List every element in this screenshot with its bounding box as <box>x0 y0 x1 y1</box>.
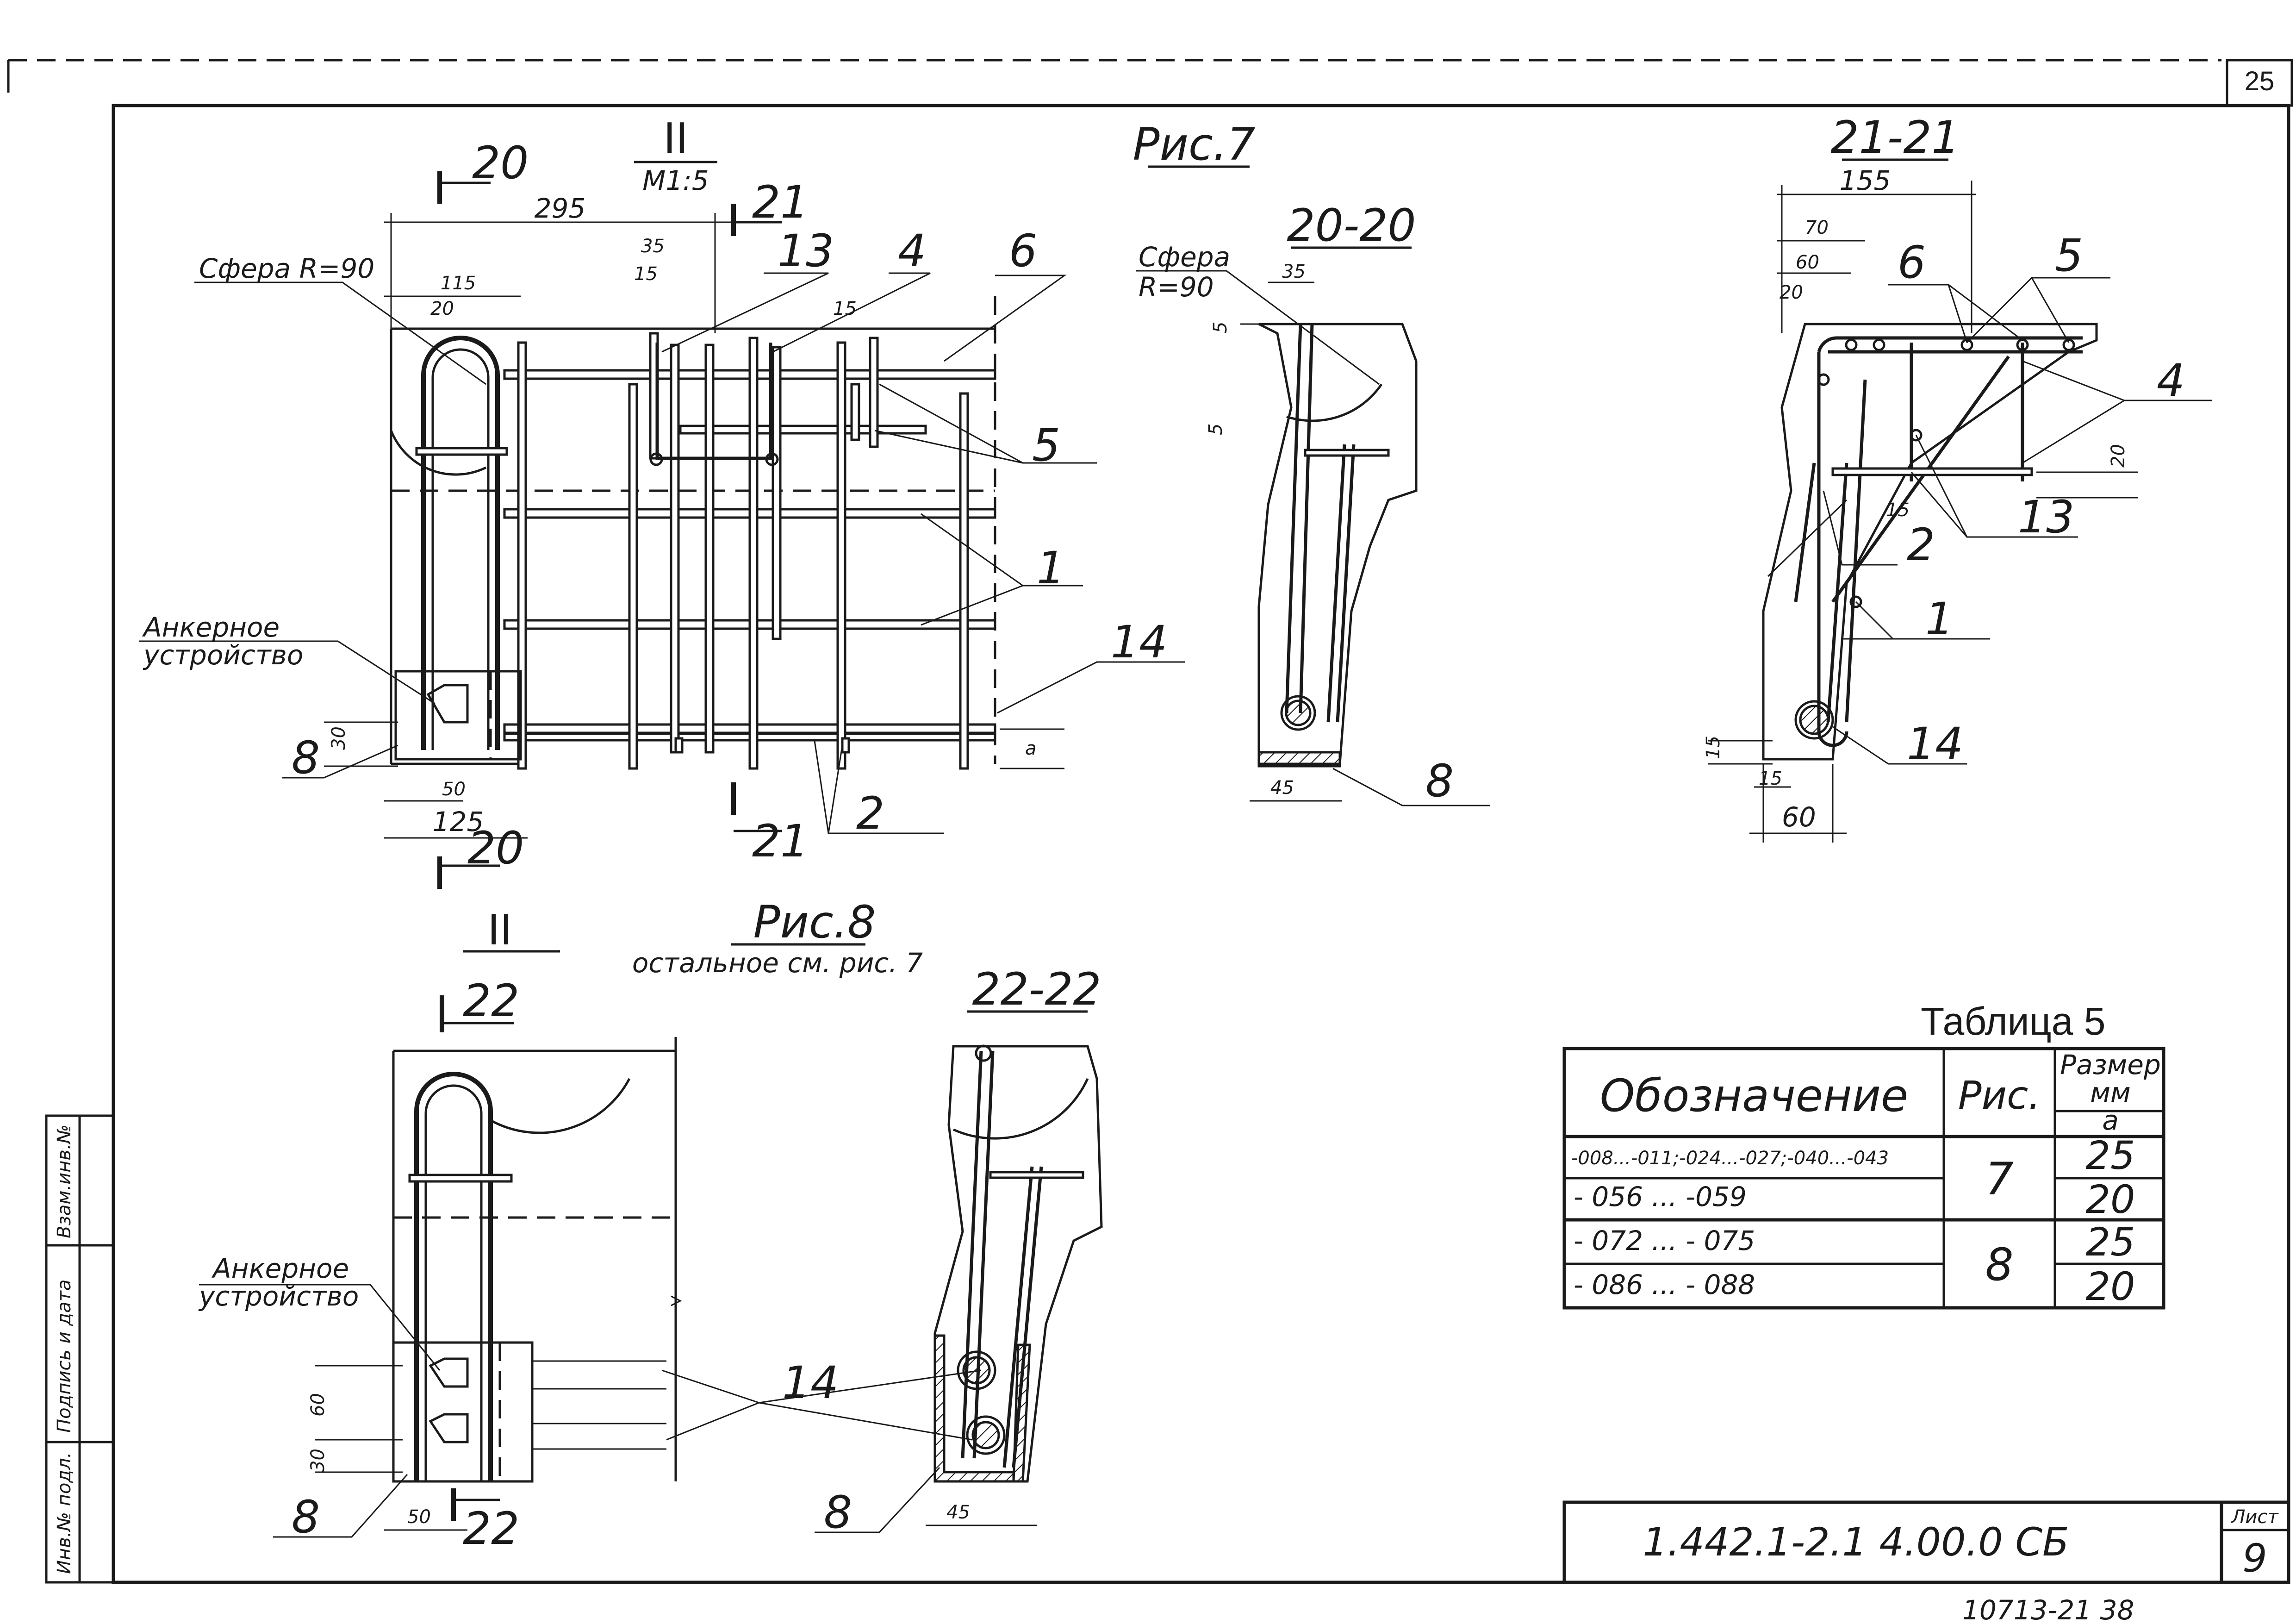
callout-4: 4 <box>898 225 926 277</box>
fig8-title: Рис.8 <box>753 896 876 948</box>
table5-row2-value: 20 <box>2086 1177 2135 1222</box>
fig8-anchor-line1: Анкерное <box>211 1253 349 1284</box>
dim-30: 30 <box>328 726 349 750</box>
sec2121-dim-15c: 15 <box>1759 768 1782 789</box>
stamp-sign-label: Подпись и дата <box>54 1280 75 1433</box>
sec2121-callout-6: 6 <box>1898 237 1926 288</box>
table5-row1-designation: -008...-011;-024...-027;-040...-043 <box>1571 1148 1889 1169</box>
sec2121-callout-14: 14 <box>1907 718 1963 770</box>
sec2222-title: 22-22 <box>972 963 1101 1015</box>
sec2121-dim-60b: 60 <box>1782 801 1816 833</box>
page-number: 25 <box>2245 66 2275 96</box>
callout-2: 2 <box>856 787 884 839</box>
section-mark-20-bottom: 20 <box>467 822 524 874</box>
fig8-dim-60: 60 <box>307 1393 329 1417</box>
anchor-label-line1: Анкерное <box>142 612 280 643</box>
section-mark-21-top: 21 <box>752 176 809 228</box>
sec2121-dim-15b: 15 <box>1703 736 1724 759</box>
sec2020-sphere-line2: R=90 <box>1139 271 1214 303</box>
fig8-section-mark-bottom: 22 <box>463 1503 519 1555</box>
sec2020-sphere-line1: Сфера <box>1139 241 1230 273</box>
fig7-view-mark: II <box>663 113 688 162</box>
section-20-20: 20-20 Сфера R=90 35 5 5 45 8 <box>1136 200 1490 807</box>
table5-row4-designation: - 086 ... - 088 <box>1574 1269 1755 1300</box>
section-mark-21-bottom: 21 <box>752 815 809 867</box>
dim-20: 20 <box>430 298 454 319</box>
callout-6: 6 <box>1009 225 1037 277</box>
sec2121-callout-13: 13 <box>2018 491 2074 543</box>
sec2121-dim-60: 60 <box>1796 252 1819 273</box>
sheet-number: 9 <box>2242 1536 2267 1581</box>
dim-15: 15 <box>634 263 658 285</box>
sec2222-callout-8: 8 <box>824 1487 852 1538</box>
table5-header-size-var: a <box>2102 1105 2119 1136</box>
fig7-title: Рис.7 <box>1133 119 1256 170</box>
sec2020-callout-8: 8 <box>1425 755 1454 807</box>
dim-115: 115 <box>441 273 476 294</box>
dim-125: 125 <box>433 806 484 837</box>
sec2121-title: 21-21 <box>1831 112 1960 163</box>
table5-header-designation: Обозначение <box>1600 1070 1908 1122</box>
dim-a: a <box>1025 738 1037 759</box>
sec2020-title: 20-20 <box>1287 200 1416 251</box>
side-stamp: Инв.№ подл. Подпись и дата Взам.инв.№ <box>45 1114 115 1584</box>
table5-row1-value: 25 <box>2086 1133 2135 1178</box>
table5-row2-designation: - 056 ... -059 <box>1574 1181 1747 1212</box>
table-5: Таблица 5 Обозначение Рис. Размер мм a -… <box>1562 999 2165 1310</box>
sec2121-dim-15: 15 <box>1886 500 1910 521</box>
section-mark-20-top: 20 <box>472 137 529 189</box>
sheet-label: Лист <box>2230 1506 2279 1528</box>
sec2121-dim-70: 70 <box>1805 217 1829 238</box>
drawing-code: 1.442.1-2.1 4.00.0 СБ <box>1643 1519 2069 1565</box>
callout-13: 13 <box>778 225 834 277</box>
sec2121-dim-20: 20 <box>1780 282 1803 303</box>
callout-8: 8 <box>292 732 320 784</box>
table5-caption: Таблица 5 <box>1921 999 2105 1043</box>
table5-header-size-title: Размер <box>2060 1049 2161 1081</box>
dim-35: 35 <box>641 236 665 257</box>
fig8-callout-14: 14 <box>782 1357 839 1409</box>
dim-50: 50 <box>442 779 466 800</box>
sec2121-dim-155: 155 <box>1840 165 1891 196</box>
section-22-22: 22-22 45 8 <box>815 963 1103 1538</box>
sec2020-dim-35: 35 <box>1282 261 1306 282</box>
fig7-view-scale: М1:5 <box>642 165 709 196</box>
sec2020-dim-5a: 5 <box>1210 322 1231 333</box>
bottom-code: 10713-21 38 <box>1962 1594 2134 1624</box>
sec2121-callout-2: 2 <box>1907 519 1935 571</box>
callout-14: 14 <box>1111 616 1167 668</box>
fig8-callout-8: 8 <box>292 1491 320 1543</box>
sphere-label: Сфера R=90 <box>199 253 374 284</box>
table5-header-size-unit: мм <box>2090 1077 2131 1108</box>
title-block: 1.442.1-2.1 4.00.0 СБ Лист 9 10713-21 38 <box>1562 1500 2290 1624</box>
table5-row4-value: 20 <box>2086 1264 2135 1309</box>
anchor-label-line2: устройство <box>143 639 303 671</box>
table5-row3-designation: - 072 ... - 075 <box>1574 1225 1755 1256</box>
table5-fig-8: 8 <box>1985 1239 2013 1291</box>
sec2222-dim-45: 45 <box>946 1502 970 1523</box>
section-21-21: 21-21 155 70 60 20 20 <box>1703 112 2212 843</box>
fig8-section-mark-top: 22 <box>463 975 519 1027</box>
sec2121-callout-5: 5 <box>2055 230 2083 281</box>
fig8-dim-30: 30 <box>307 1449 329 1472</box>
dim-295: 295 <box>535 193 586 224</box>
sec2020-dim-45: 45 <box>1270 777 1294 799</box>
table5-row3-value: 25 <box>2086 1219 2135 1265</box>
table5-fig-7: 7 <box>1985 1153 2013 1205</box>
fig8-dim-50: 50 <box>407 1506 431 1528</box>
sec2121-dim-20b: 20 <box>2108 444 2129 468</box>
fig8-anchor-line2: устройство <box>198 1280 359 1312</box>
sec2020-dim-5b: 5 <box>1205 424 1226 435</box>
sec2121-callout-1: 1 <box>1925 593 1954 645</box>
stamp-inv-label: Инв.№ подл. <box>54 1452 75 1574</box>
sheet-frame: 25 <box>7 59 2293 1584</box>
fig8-view-mark: II <box>487 905 512 954</box>
fig8-view: Рис.8 остальное см. рис. 7 II 22 22 60 3… <box>198 896 982 1555</box>
sec2121-callout-4: 4 <box>2157 355 2185 406</box>
table5-header-fig: Рис. <box>1958 1073 2041 1118</box>
fig8-subtitle: остальное см. рис. 7 <box>632 947 923 979</box>
stamp-replace-label: Взам.инв.№ <box>54 1124 75 1238</box>
fig7-view: Рис.7 II М1:5 20 20 21 21 <box>139 113 1255 889</box>
